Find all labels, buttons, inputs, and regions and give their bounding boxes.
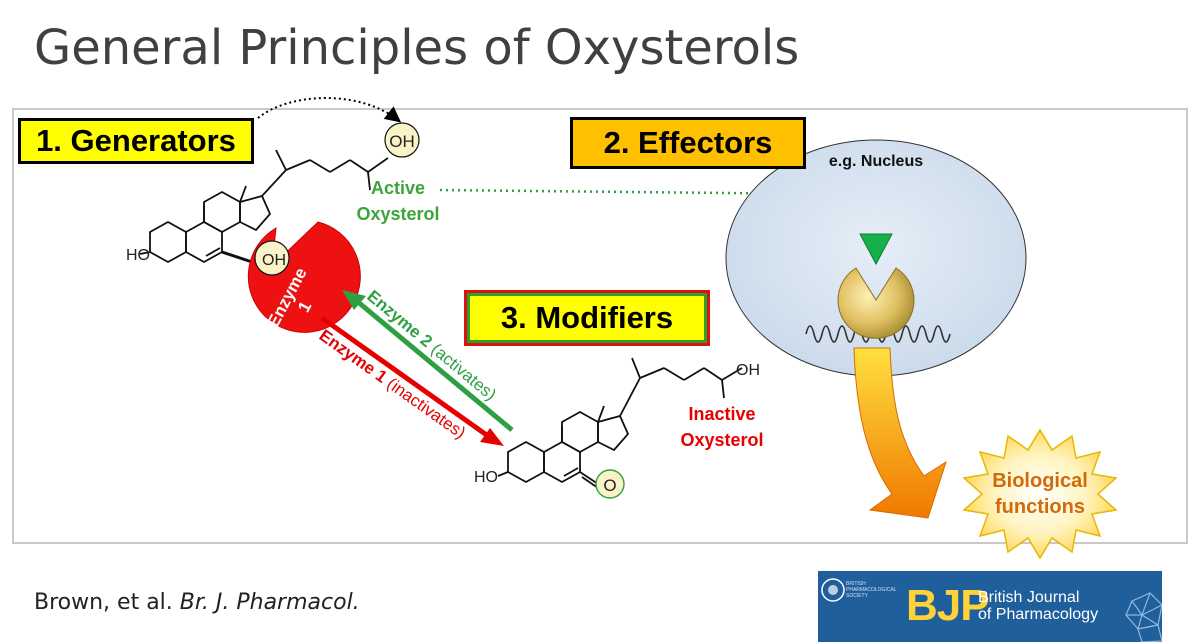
inactive-oxysterol-structure bbox=[497, 357, 743, 489]
enzyme-oh-highlight bbox=[254, 240, 290, 276]
bjp-letters: BJP bbox=[906, 581, 990, 630]
red-arrow-label: Enzyme 1 (inactivates) bbox=[316, 326, 470, 443]
nucleus-label: e.g. Nucleus bbox=[829, 153, 923, 170]
citation: Brown, et al. Br. J. Pharmacol. bbox=[34, 590, 360, 615]
bottom-oh-label: OH bbox=[736, 362, 760, 379]
enzyme-1-shape bbox=[247, 221, 361, 333]
ketone-highlight bbox=[595, 469, 625, 499]
top-ho-label: HO bbox=[126, 247, 150, 264]
effectors-label: 2. Effectors bbox=[570, 117, 806, 169]
red-inactivates-arrow-line bbox=[320, 315, 490, 439]
molecule-graphic-icon bbox=[1125, 592, 1162, 642]
top-oh-highlight bbox=[384, 122, 420, 158]
green-arrow-action: (activates) bbox=[424, 337, 500, 405]
biological-functions-burst bbox=[962, 428, 1118, 560]
ligand-triangle bbox=[859, 233, 893, 266]
ketone-o-label: O bbox=[603, 476, 616, 495]
top-oh-label: OH bbox=[389, 132, 415, 151]
green-activates-arrowhead bbox=[342, 290, 366, 310]
modifiers-label: 3. Modifiers bbox=[464, 290, 710, 346]
biological-functions-line2: functions bbox=[995, 496, 1085, 518]
red-inactivates-arrowhead bbox=[480, 428, 504, 446]
society-name: BRITISH PHARMACOLOGICAL SOCIETY bbox=[846, 581, 897, 599]
orange-curved-arrow bbox=[853, 347, 947, 519]
bjp-name: British Journal of Pharmacology bbox=[978, 589, 1098, 623]
active-oxysterol-line1: Active bbox=[371, 178, 425, 198]
society-emblem-icon bbox=[821, 578, 845, 602]
biological-functions-line1: Biological bbox=[992, 470, 1088, 492]
slide-title: General Principles of Oxysterols bbox=[34, 20, 800, 76]
receptor-shape bbox=[837, 267, 915, 339]
inactive-oxysterol-line2: Oxysterol bbox=[680, 430, 763, 450]
bjp-logo: BRITISH PHARMACOLOGICAL SOCIETY BJP Brit… bbox=[818, 571, 1162, 642]
active-oxysterol-structure bbox=[139, 149, 389, 264]
bjp-name-line1: British Journal bbox=[978, 589, 1080, 606]
inactive-oxysterol-line1: Inactive bbox=[688, 404, 755, 424]
bottom-ho-label: HO bbox=[474, 469, 498, 486]
generators-label: 1. Generators bbox=[18, 118, 254, 164]
green-arrow-enzyme: Enzyme 2 bbox=[363, 286, 435, 351]
citation-authors: Brown, et al. bbox=[34, 590, 180, 615]
generator-dotted-arrow bbox=[257, 97, 402, 123]
enzyme-oh-label: OH bbox=[262, 252, 286, 269]
green-activates-arrow-line bbox=[356, 300, 514, 432]
bjp-name-line2: of Pharmacology bbox=[978, 606, 1099, 623]
active-oxysterol-line2: Oxysterol bbox=[356, 204, 439, 224]
citation-journal: Br. J. Pharmacol. bbox=[179, 590, 360, 615]
